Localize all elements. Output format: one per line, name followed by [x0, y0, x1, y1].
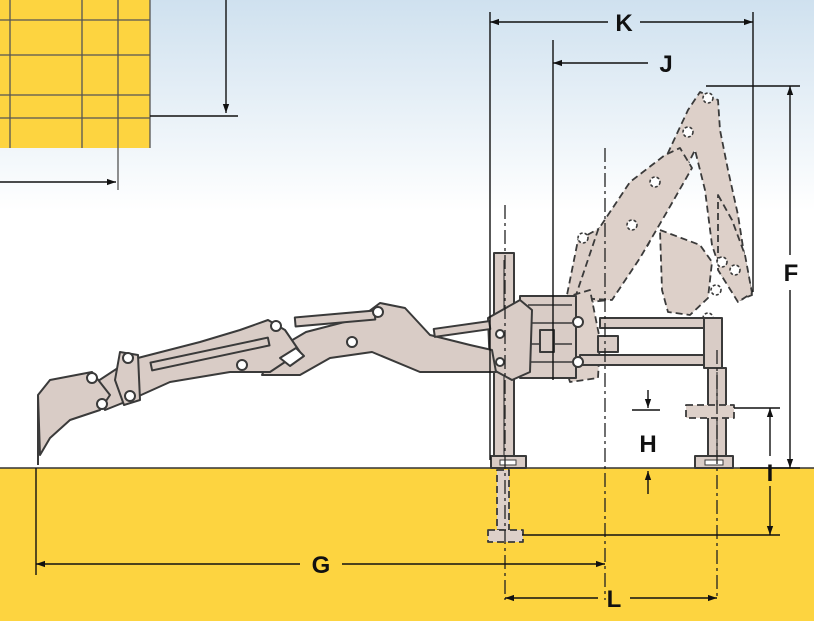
dim-label-l: L	[607, 586, 622, 613]
center-lines	[504, 148, 718, 600]
ground	[0, 468, 814, 621]
dimension-l: L	[505, 586, 717, 613]
dim-label-i: I	[767, 460, 774, 487]
dimension-h: H	[632, 390, 660, 494]
dimension-j: J	[552, 40, 673, 380]
grid-inset	[0, 0, 238, 190]
extended-boom	[37, 299, 584, 465]
dim-label-j: J	[659, 51, 672, 78]
dim-label-f: F	[784, 260, 799, 287]
dimension-i: I	[522, 407, 780, 536]
dimension-k: K	[489, 10, 754, 460]
dim-label-h: H	[639, 431, 656, 458]
dim-label-k: K	[615, 10, 633, 37]
dimension-g: G	[35, 468, 605, 579]
dim-label-g: G	[312, 552, 331, 579]
dimension-f: F	[706, 85, 800, 469]
